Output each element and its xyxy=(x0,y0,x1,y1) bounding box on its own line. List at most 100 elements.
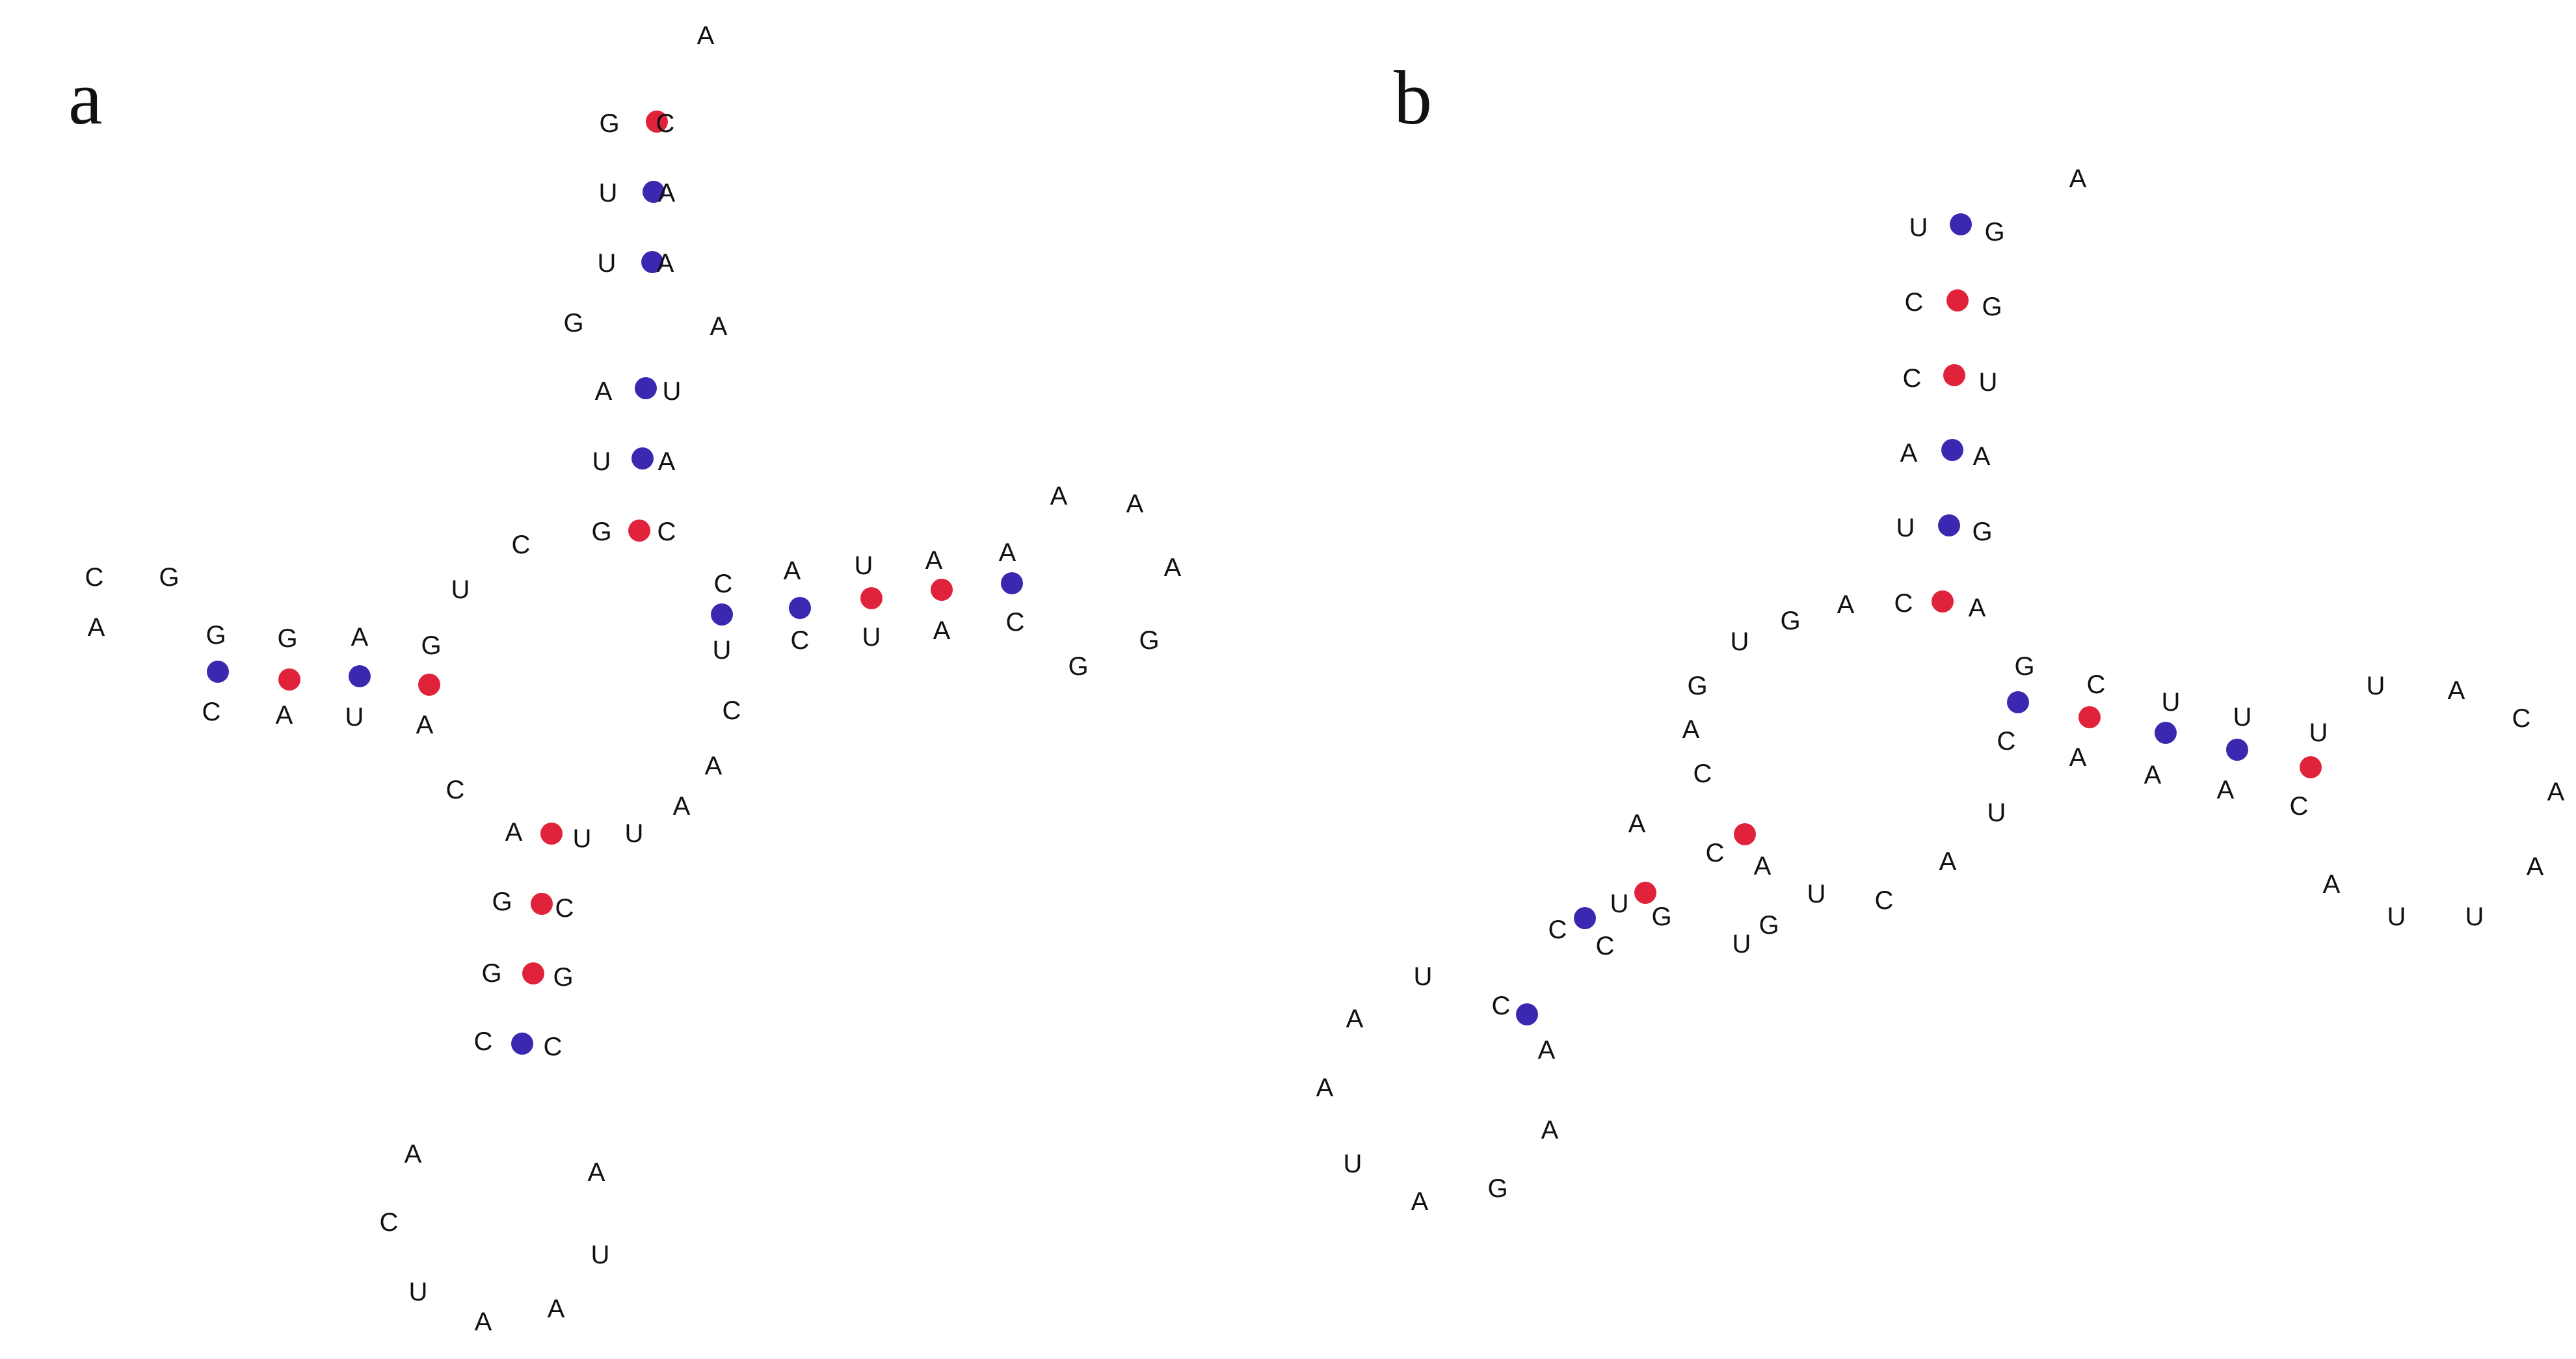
nucleotide-base: G xyxy=(492,888,512,916)
nucleotide-base: G xyxy=(277,624,297,653)
nucleotide-base: C xyxy=(2087,670,2106,699)
nucleotide-base: C xyxy=(1548,916,1567,944)
base-pair-dot-gc xyxy=(278,668,300,691)
nucleotide-base: G xyxy=(553,963,573,992)
nucleotide-base: U xyxy=(625,819,644,848)
base-pair-dot-au xyxy=(349,665,371,687)
base-pair-dot-au xyxy=(2007,691,2029,713)
nucleotide-base: A xyxy=(1900,439,1918,468)
nucleotide-base: U xyxy=(855,551,873,580)
nucleotide-base: U xyxy=(1344,1150,1362,1178)
nucleotide-base: A xyxy=(475,1308,492,1336)
nucleotide-base: U xyxy=(1733,930,1751,958)
nucleotide-base: U xyxy=(862,623,881,652)
nucleotide-base: G xyxy=(1651,903,1671,931)
nucleotide-base: A xyxy=(276,701,293,730)
nucleotide-base: U xyxy=(1610,890,1629,918)
base-pair-dot-gc xyxy=(522,962,544,984)
nucleotide-base: A xyxy=(1411,1187,1429,1216)
panel-a-base-pair-dots xyxy=(207,111,1023,1055)
nucleotide-base: C xyxy=(544,1033,563,1061)
nucleotide-base: A xyxy=(1837,590,1855,619)
nucleotide-base: C xyxy=(1905,288,1924,317)
base-pair-dot-gc xyxy=(540,823,563,845)
nucleotide-base: A xyxy=(2527,852,2544,881)
nucleotide-base: U xyxy=(1731,627,1749,656)
nucleotide-base: G xyxy=(1984,218,2004,246)
nucleotide-base: U xyxy=(409,1278,428,1306)
nucleotide-base: A xyxy=(705,752,723,780)
nucleotide-base: U xyxy=(573,825,592,853)
nucleotide-base: A xyxy=(416,711,434,739)
base-pair-dot-au xyxy=(1950,213,1972,235)
nucleotide-base: G xyxy=(2014,652,2034,681)
nucleotide-base: G xyxy=(1759,911,1779,940)
nucleotide-base: A xyxy=(1754,852,1772,880)
nucleotide-base: C xyxy=(2290,792,2309,821)
base-pair-dot-gc xyxy=(628,520,650,542)
nucleotide-base: U xyxy=(713,636,732,665)
nucleotide-base: A xyxy=(999,538,1016,567)
base-pair-dot-au xyxy=(641,251,663,273)
nucleotide-base: G xyxy=(1487,1174,1507,1203)
base-pair-dot-au xyxy=(511,1033,533,1055)
nucleotide-base: U xyxy=(451,575,470,604)
base-pair-dot-gc xyxy=(860,587,883,609)
base-pair-dot-au xyxy=(2226,739,2248,761)
nucleotide-base: U xyxy=(591,1241,610,1269)
base-pair-dot-gc xyxy=(1943,364,1965,386)
nucleotide-base: A xyxy=(658,447,676,476)
nucleotide-base: U xyxy=(2465,903,2484,931)
nucleotide-base: A xyxy=(1973,442,1991,471)
base-pair-dot-gc xyxy=(1932,590,1954,613)
nucleotide-base: C xyxy=(446,776,465,804)
nucleotide-base: C xyxy=(1492,992,1511,1020)
nucleotide-base: G xyxy=(1139,626,1159,655)
nucleotide-base: G xyxy=(1068,652,1088,681)
nucleotide-base: C xyxy=(474,1027,493,1056)
nucleotide-base: C xyxy=(791,626,810,655)
nucleotide-base: G xyxy=(563,309,583,337)
nucleotide-base: G xyxy=(591,518,611,546)
nucleotide-base: G xyxy=(206,621,226,650)
nucleotide-base: C xyxy=(1596,932,1615,960)
nucleotide-base: U xyxy=(1896,514,1915,542)
nucleotide-base: A xyxy=(2547,778,2565,806)
nucleotide-base: C xyxy=(512,531,531,559)
nucleotide-base: A xyxy=(2323,870,2341,899)
nucleotide-base: U xyxy=(1979,368,1998,397)
nucleotide-base: A xyxy=(88,613,105,642)
base-pair-dot-gc xyxy=(531,893,553,915)
base-pair-dot-au xyxy=(1941,439,1963,461)
nucleotide-base: A xyxy=(925,546,943,575)
base-pair-dot-au xyxy=(1574,907,1596,929)
base-pair-dot-au xyxy=(643,181,665,203)
nucleotide-base: A xyxy=(2448,676,2465,705)
nucleotide-base: G xyxy=(481,959,501,988)
nucleotide-base: A xyxy=(657,249,674,278)
base-pair-dot-au xyxy=(631,447,654,469)
nucleotide-base: A xyxy=(1164,553,1182,582)
panel-b-base-pair-dots xyxy=(1516,213,2322,1025)
panel-a-label: a xyxy=(68,55,102,140)
nucleotide-base: A xyxy=(595,377,613,406)
nucleotide-base: A xyxy=(933,616,951,645)
nucleotide-base: A xyxy=(1538,1036,1556,1064)
nucleotide-base: C xyxy=(1997,727,2016,756)
nucleotide-base: C xyxy=(656,109,675,138)
nucleotide-base: C xyxy=(1875,886,1894,915)
base-pair-dot-au xyxy=(711,603,733,626)
nucleotide-base: A xyxy=(351,623,369,652)
nucleotide-base: C xyxy=(1894,589,1913,618)
base-pair-dot-au xyxy=(1938,514,1960,536)
nucleotide-base: G xyxy=(1687,672,1707,700)
nucleotide-base: U xyxy=(1987,798,2006,827)
nucleotide-base: A xyxy=(1346,1005,1364,1033)
base-pair-dot-au xyxy=(789,597,811,619)
nucleotide-base: G xyxy=(1982,293,2002,321)
nucleotide-base: U xyxy=(1414,962,1433,991)
nucleotide-base: A xyxy=(673,792,691,821)
